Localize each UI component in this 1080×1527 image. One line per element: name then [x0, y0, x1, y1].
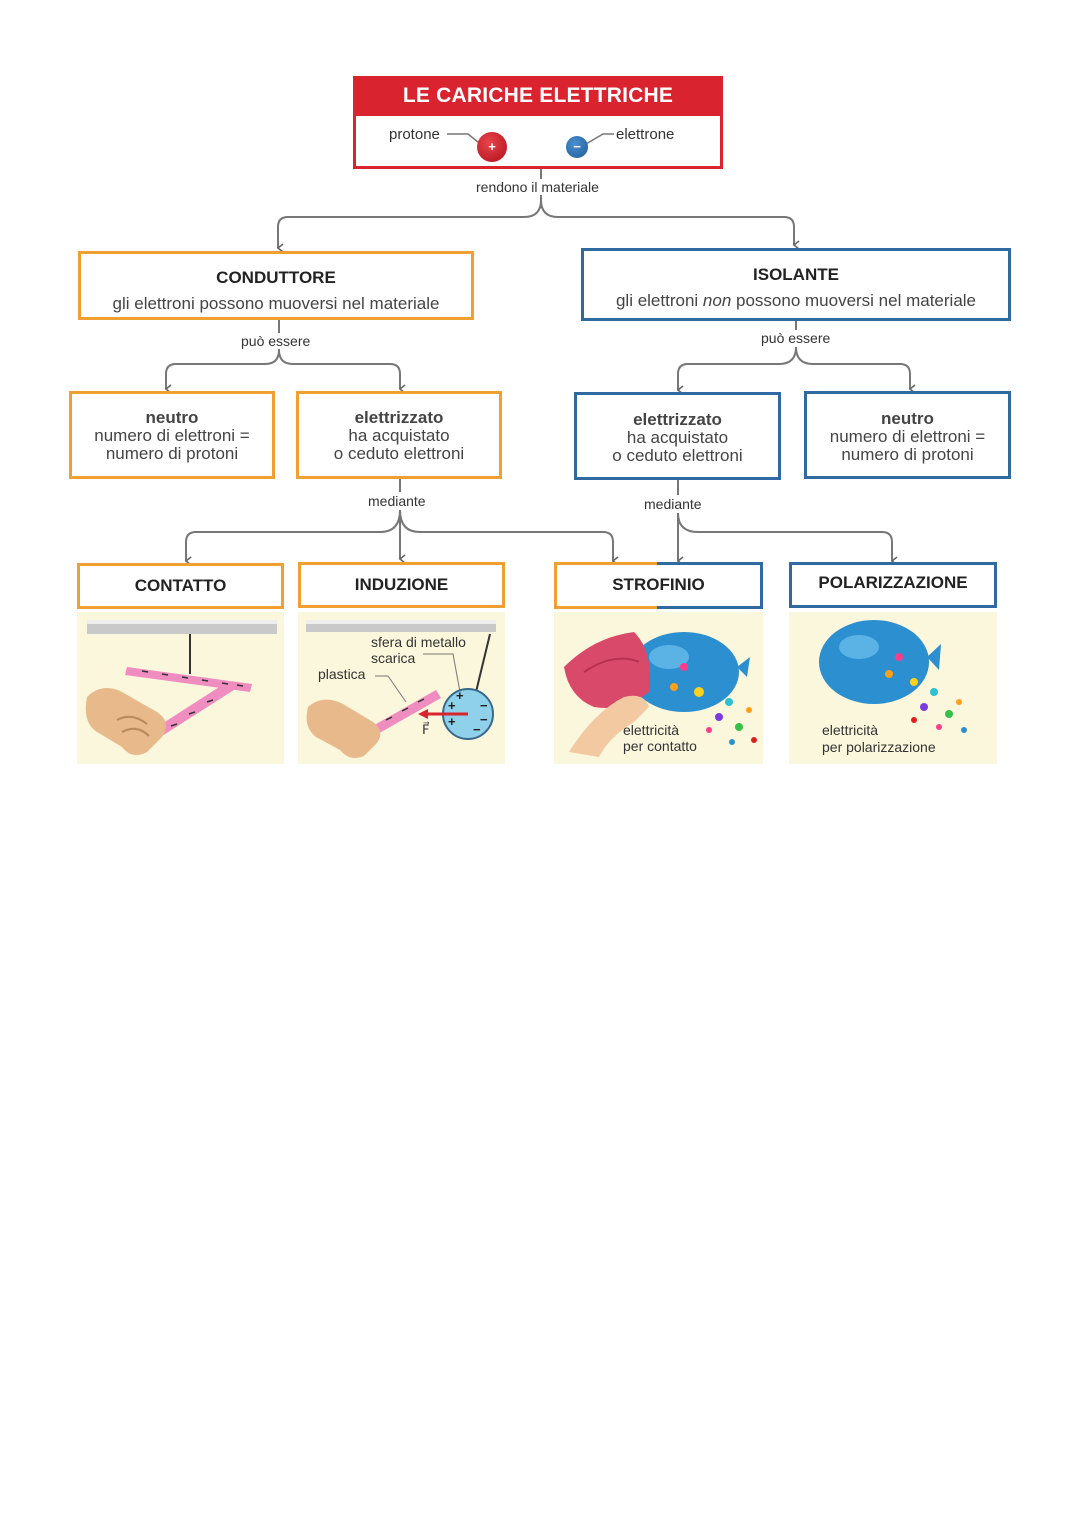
- polarizzazione-caption-2: per polarizzazione: [822, 739, 936, 755]
- method-polarizzazione-label: POLARIZZAZIONE: [818, 573, 968, 592]
- conductor-charged-line2: o ceduto elettroni: [333, 444, 465, 463]
- method-strofinio-label: STROFINIO: [612, 575, 705, 594]
- polarizzazione-drawing: [819, 620, 967, 733]
- conductor-neutral-line2: numero di protoni: [105, 444, 239, 463]
- contatto-drawing: [85, 620, 277, 756]
- conductor-charged-line1: ha acquistato: [348, 426, 450, 445]
- conductor-charged-title: elettrizzato: [354, 408, 444, 427]
- svg-text:−: −: [480, 698, 488, 713]
- insulator-charged-line1: ha acquistato: [626, 428, 729, 447]
- svg-text:+: +: [448, 698, 456, 713]
- strofinio-caption-1: elettricità: [623, 722, 680, 738]
- polarizzazione-caption-1: elettricità: [822, 722, 879, 738]
- insulator-desc-post: possono muoversi nel materiale: [731, 291, 977, 310]
- strofinio-illustration: elettricità per contatto: [554, 612, 763, 764]
- conductor-title: CONDUTTORE: [216, 268, 336, 287]
- insulator-mediante: mediante: [644, 496, 702, 512]
- page-title: LE CARICHE ELETTRICHE: [353, 76, 723, 116]
- insulator-box: ISOLANTE gli elettroni non possono muove…: [581, 248, 1011, 321]
- conductor-neutral-line1: numero di elettroni =: [94, 426, 250, 445]
- insulator-connector: può essere: [761, 330, 831, 346]
- induzione-caption-plastic: plastica: [318, 666, 366, 682]
- insulator-neutral-line2: numero di protoni: [841, 445, 974, 464]
- insulator-desc-em: non: [702, 291, 732, 310]
- conductor-box: CONDUTTORE gli elettroni possono muovers…: [78, 251, 474, 320]
- strofinio-caption-2: per contatto: [623, 738, 697, 754]
- svg-text:−: −: [473, 722, 481, 737]
- force-label: F⃗: [422, 722, 430, 737]
- induzione-drawing: +++ −−−: [306, 620, 496, 758]
- insulator-charged-title: elettrizzato: [633, 410, 722, 429]
- proton-label: protone: [389, 126, 440, 143]
- electron-icon: −: [566, 136, 588, 158]
- insulator-neutral-box: neutro numero di elettroni = numero di p…: [804, 391, 1011, 479]
- induzione-illustration: +++ −−− sfera di metallo scarica plastic…: [298, 612, 505, 764]
- proton-symbol: +: [488, 139, 496, 154]
- conductor-charged-box: elettrizzato ha acquistato o ceduto elet…: [296, 391, 502, 479]
- method-induzione: INDUZIONE: [298, 562, 505, 608]
- particle-leaders: [447, 133, 614, 145]
- electron-label: elettrone: [616, 126, 675, 143]
- induzione-caption-sphere-1: sfera di metallo: [371, 634, 466, 650]
- conductor-neutral-box: neutro numero di elettroni = numero di p…: [69, 391, 275, 479]
- strofinio-drawing: [564, 632, 757, 757]
- insulator-neutral-title: neutro: [881, 409, 934, 428]
- insulator-desc-pre: gli elettroni: [615, 291, 703, 310]
- svg-text:+: +: [448, 714, 456, 729]
- connector-lines: [164, 169, 916, 566]
- contatto-illustration: [77, 612, 284, 764]
- method-induzione-label: INDUZIONE: [354, 575, 449, 594]
- conductor-neutral-title: neutro: [145, 408, 199, 427]
- svg-text:−: −: [480, 712, 488, 727]
- insulator-neutral-line1: numero di elettroni =: [829, 427, 986, 446]
- connector-rendono: rendono il materiale: [475, 179, 600, 195]
- electron-symbol: −: [573, 139, 581, 154]
- insulator-charged-line2: o ceduto elettroni: [612, 446, 743, 465]
- insulator-title: ISOLANTE: [753, 265, 839, 284]
- insulator-description: gli elettroni non possono muoversi nel m…: [584, 291, 1008, 311]
- method-strofinio: STROFINIO: [554, 562, 763, 609]
- induzione-caption-sphere-2: scarica: [371, 650, 416, 666]
- method-contatto-label: CONTATTO: [134, 576, 227, 595]
- insulator-charged-box: elettrizzato ha acquistato o ceduto elet…: [574, 392, 781, 480]
- svg-text:+: +: [456, 688, 464, 703]
- method-polarizzazione: POLARIZZAZIONE: [789, 562, 997, 608]
- strofinio-blue-half: [657, 562, 763, 609]
- polarizzazione-illustration: elettricità per polarizzazione: [789, 612, 997, 764]
- method-contatto: CONTATTO: [77, 563, 284, 609]
- conductor-connector: può essere: [241, 333, 311, 349]
- conductor-description: gli elettroni possono muoversi nel mater…: [112, 294, 440, 313]
- proton-icon: +: [477, 132, 507, 162]
- conductor-mediante: mediante: [368, 493, 426, 509]
